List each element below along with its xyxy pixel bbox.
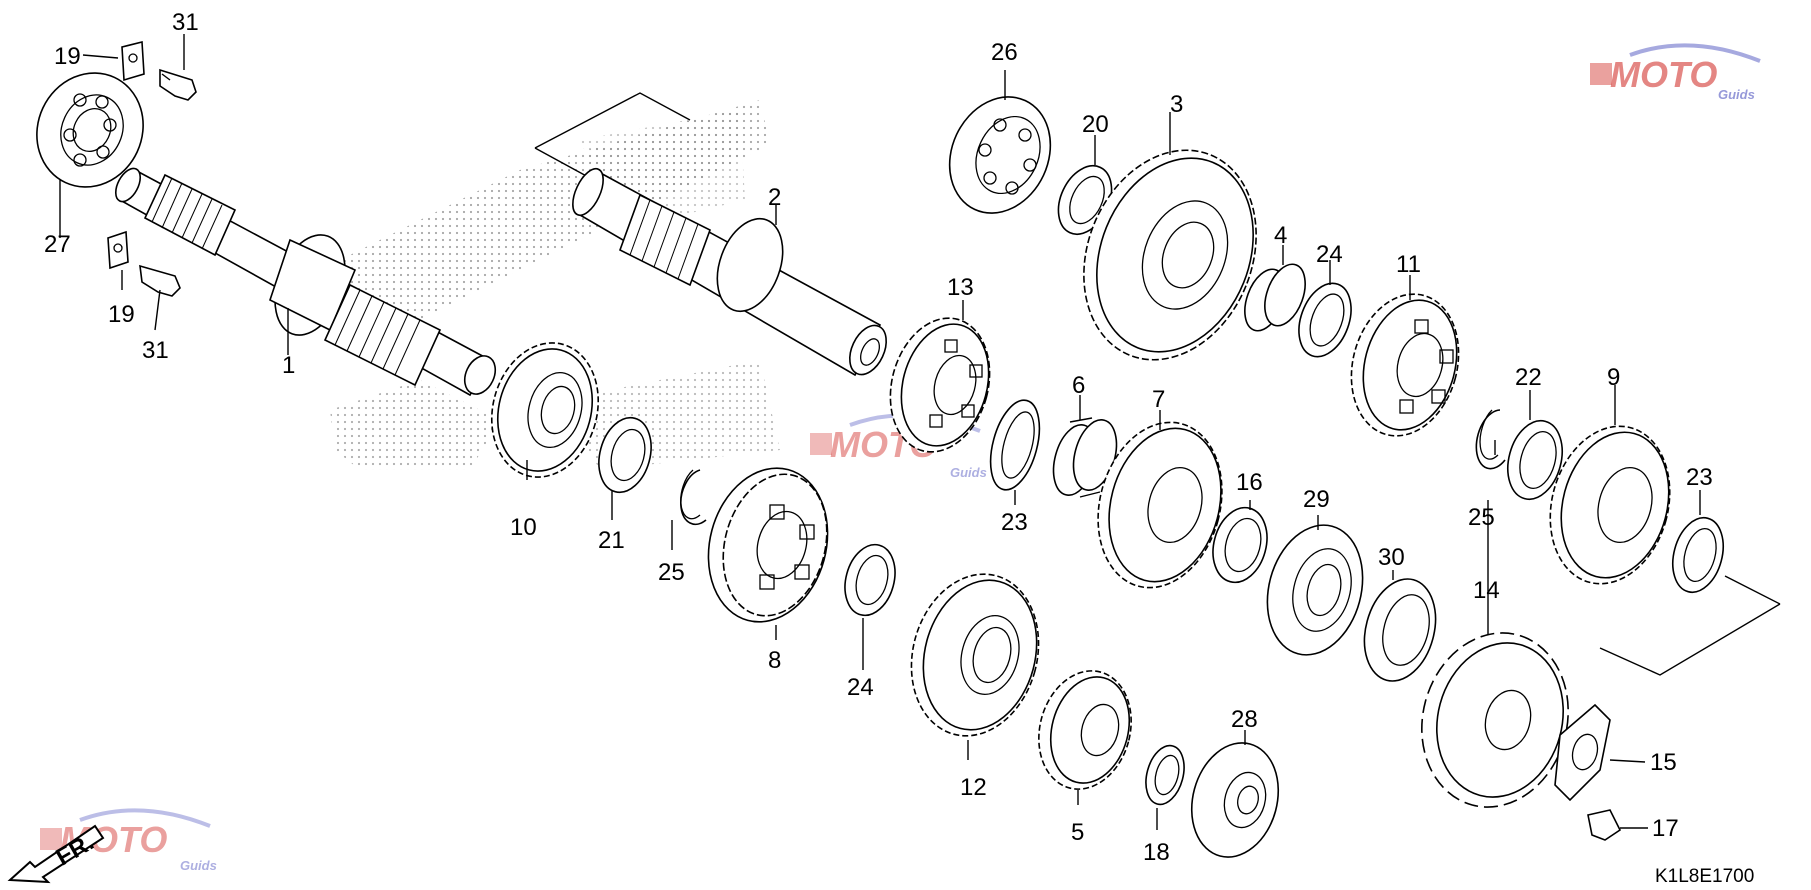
- washer-24-left: [844, 543, 896, 617]
- bearing-29: [1266, 524, 1364, 656]
- callout-25-left: 25: [658, 559, 685, 586]
- callout-28: 28: [1231, 706, 1258, 733]
- callout-23-right: 23: [1686, 464, 1713, 491]
- callout-labels: 31 19 27 19 31 1 2 26 20 3 4 24 11 13 6 …: [44, 9, 1713, 866]
- bushing-6: [1052, 417, 1118, 498]
- bearing-26: [948, 96, 1052, 214]
- callout-29: 29: [1303, 486, 1330, 513]
- gear-12: [910, 573, 1040, 737]
- svg-text:Guids: Guids: [1718, 87, 1755, 102]
- bolt-31-top: [159, 68, 197, 101]
- plate-19-bottom: [107, 230, 129, 270]
- callout-9: 9: [1607, 364, 1620, 391]
- watermark-logo-top: MOTO Guids: [1590, 43, 1761, 102]
- callout-31-top: 31: [172, 9, 199, 36]
- callout-18: 18: [1143, 839, 1170, 866]
- svg-text:MOTO: MOTO: [1610, 54, 1717, 95]
- callout-5: 5: [1071, 819, 1084, 846]
- plate-15: [1554, 703, 1611, 802]
- assembly-bracket-right: [1599, 575, 1781, 676]
- callout-2: 2: [768, 184, 781, 211]
- callout-11: 11: [1396, 251, 1421, 278]
- sprocket-14: [1421, 632, 1569, 808]
- gear-13: [889, 317, 991, 453]
- callout-22: 22: [1515, 364, 1542, 391]
- callout-3: 3: [1170, 91, 1183, 118]
- callout-13: 13: [947, 274, 974, 301]
- bushing-4: [1244, 263, 1306, 332]
- bolt-17: [1587, 809, 1622, 841]
- gear-7: [1097, 421, 1223, 589]
- circlip-25-right: [1475, 409, 1506, 470]
- washer-23-right: [1672, 516, 1724, 594]
- svg-text:Guids: Guids: [950, 465, 987, 480]
- bearing-27: [36, 72, 144, 188]
- callout-31-bottom: 31: [142, 337, 169, 364]
- callout-21: 21: [598, 527, 625, 554]
- countershaft-2: [572, 167, 887, 377]
- washer-24-right: [1298, 282, 1352, 358]
- washer-18: [1145, 744, 1185, 806]
- callout-10: 10: [510, 514, 537, 541]
- washer-21: [598, 416, 652, 494]
- callout-16: 16: [1236, 469, 1263, 496]
- callout-23-middle: 23: [1001, 509, 1028, 536]
- callout-30: 30: [1378, 544, 1405, 571]
- assembly-bracket-top: [534, 92, 691, 179]
- bearing-28: [1190, 742, 1280, 858]
- plate-19-top: [121, 40, 145, 82]
- callout-1: 1: [282, 352, 295, 379]
- callout-25-right: 25: [1468, 504, 1495, 531]
- front-direction-arrow: FR.: [7, 824, 105, 884]
- callout-17: 17: [1652, 815, 1679, 842]
- bolt-31-bottom: [139, 264, 181, 297]
- callout-15: 15: [1650, 749, 1677, 776]
- callout-19-top: 19: [54, 43, 81, 70]
- callout-12: 12: [960, 774, 987, 801]
- leader-lines: [59, 34, 1701, 830]
- washer-22: [1507, 419, 1563, 501]
- callout-24-right: 24: [1316, 241, 1343, 268]
- seal-30: [1363, 578, 1437, 682]
- gear-11: [1350, 293, 1460, 437]
- svg-text:Guids: Guids: [180, 858, 217, 873]
- callout-26: 26: [991, 39, 1018, 66]
- callout-24-left: 24: [847, 674, 874, 701]
- gear-8: [707, 467, 829, 623]
- callout-27: 27: [44, 231, 71, 258]
- diagram-code: K1L8E1700: [1655, 866, 1754, 887]
- callout-20: 20: [1082, 111, 1109, 138]
- gear-9: [1549, 425, 1671, 585]
- callout-14: 14: [1473, 577, 1500, 604]
- mainshaft-1: [114, 167, 497, 397]
- circlip-25-left: [680, 469, 707, 526]
- callout-6: 6: [1072, 372, 1085, 399]
- gear-5: [1038, 670, 1132, 790]
- washer-23-middle: [989, 399, 1041, 491]
- gear-10: [490, 342, 600, 478]
- gear-3: [1083, 149, 1257, 361]
- callout-7: 7: [1152, 386, 1165, 413]
- callout-19-bottom: 19: [108, 301, 135, 328]
- callout-4: 4: [1274, 222, 1287, 249]
- callout-8: 8: [768, 647, 781, 674]
